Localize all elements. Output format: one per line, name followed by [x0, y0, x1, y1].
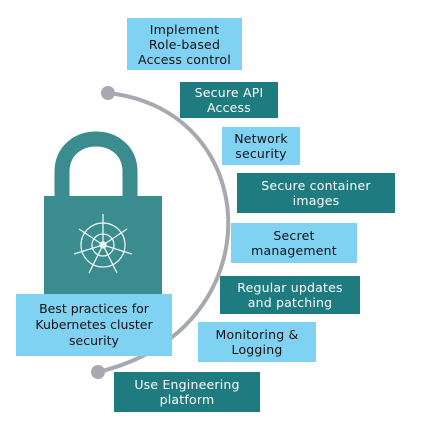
arc-end-dot [91, 365, 105, 379]
practice-rbac: Implement Role-based Access control [127, 18, 242, 70]
practice-monitoring-logging: Monitoring & Logging [198, 322, 316, 362]
practice-container-images: Secure container images [237, 173, 395, 213]
padlock-shackle [54, 131, 138, 196]
practice-secure-api: Secure API Access [180, 82, 278, 118]
practice-network-security: Network security [222, 127, 300, 165]
practice-secret-management: Secret management [231, 223, 357, 263]
practice-engineering-platform: Use Engineering platform [114, 372, 260, 412]
padlock-icon [44, 131, 162, 300]
kubernetes-helm-icon [73, 214, 133, 274]
practice-updates-patching: Regular updates and patching [220, 276, 360, 314]
center-topic-label: Best practices for Kubernetes cluster se… [16, 294, 172, 356]
arc-start-dot [101, 86, 115, 100]
